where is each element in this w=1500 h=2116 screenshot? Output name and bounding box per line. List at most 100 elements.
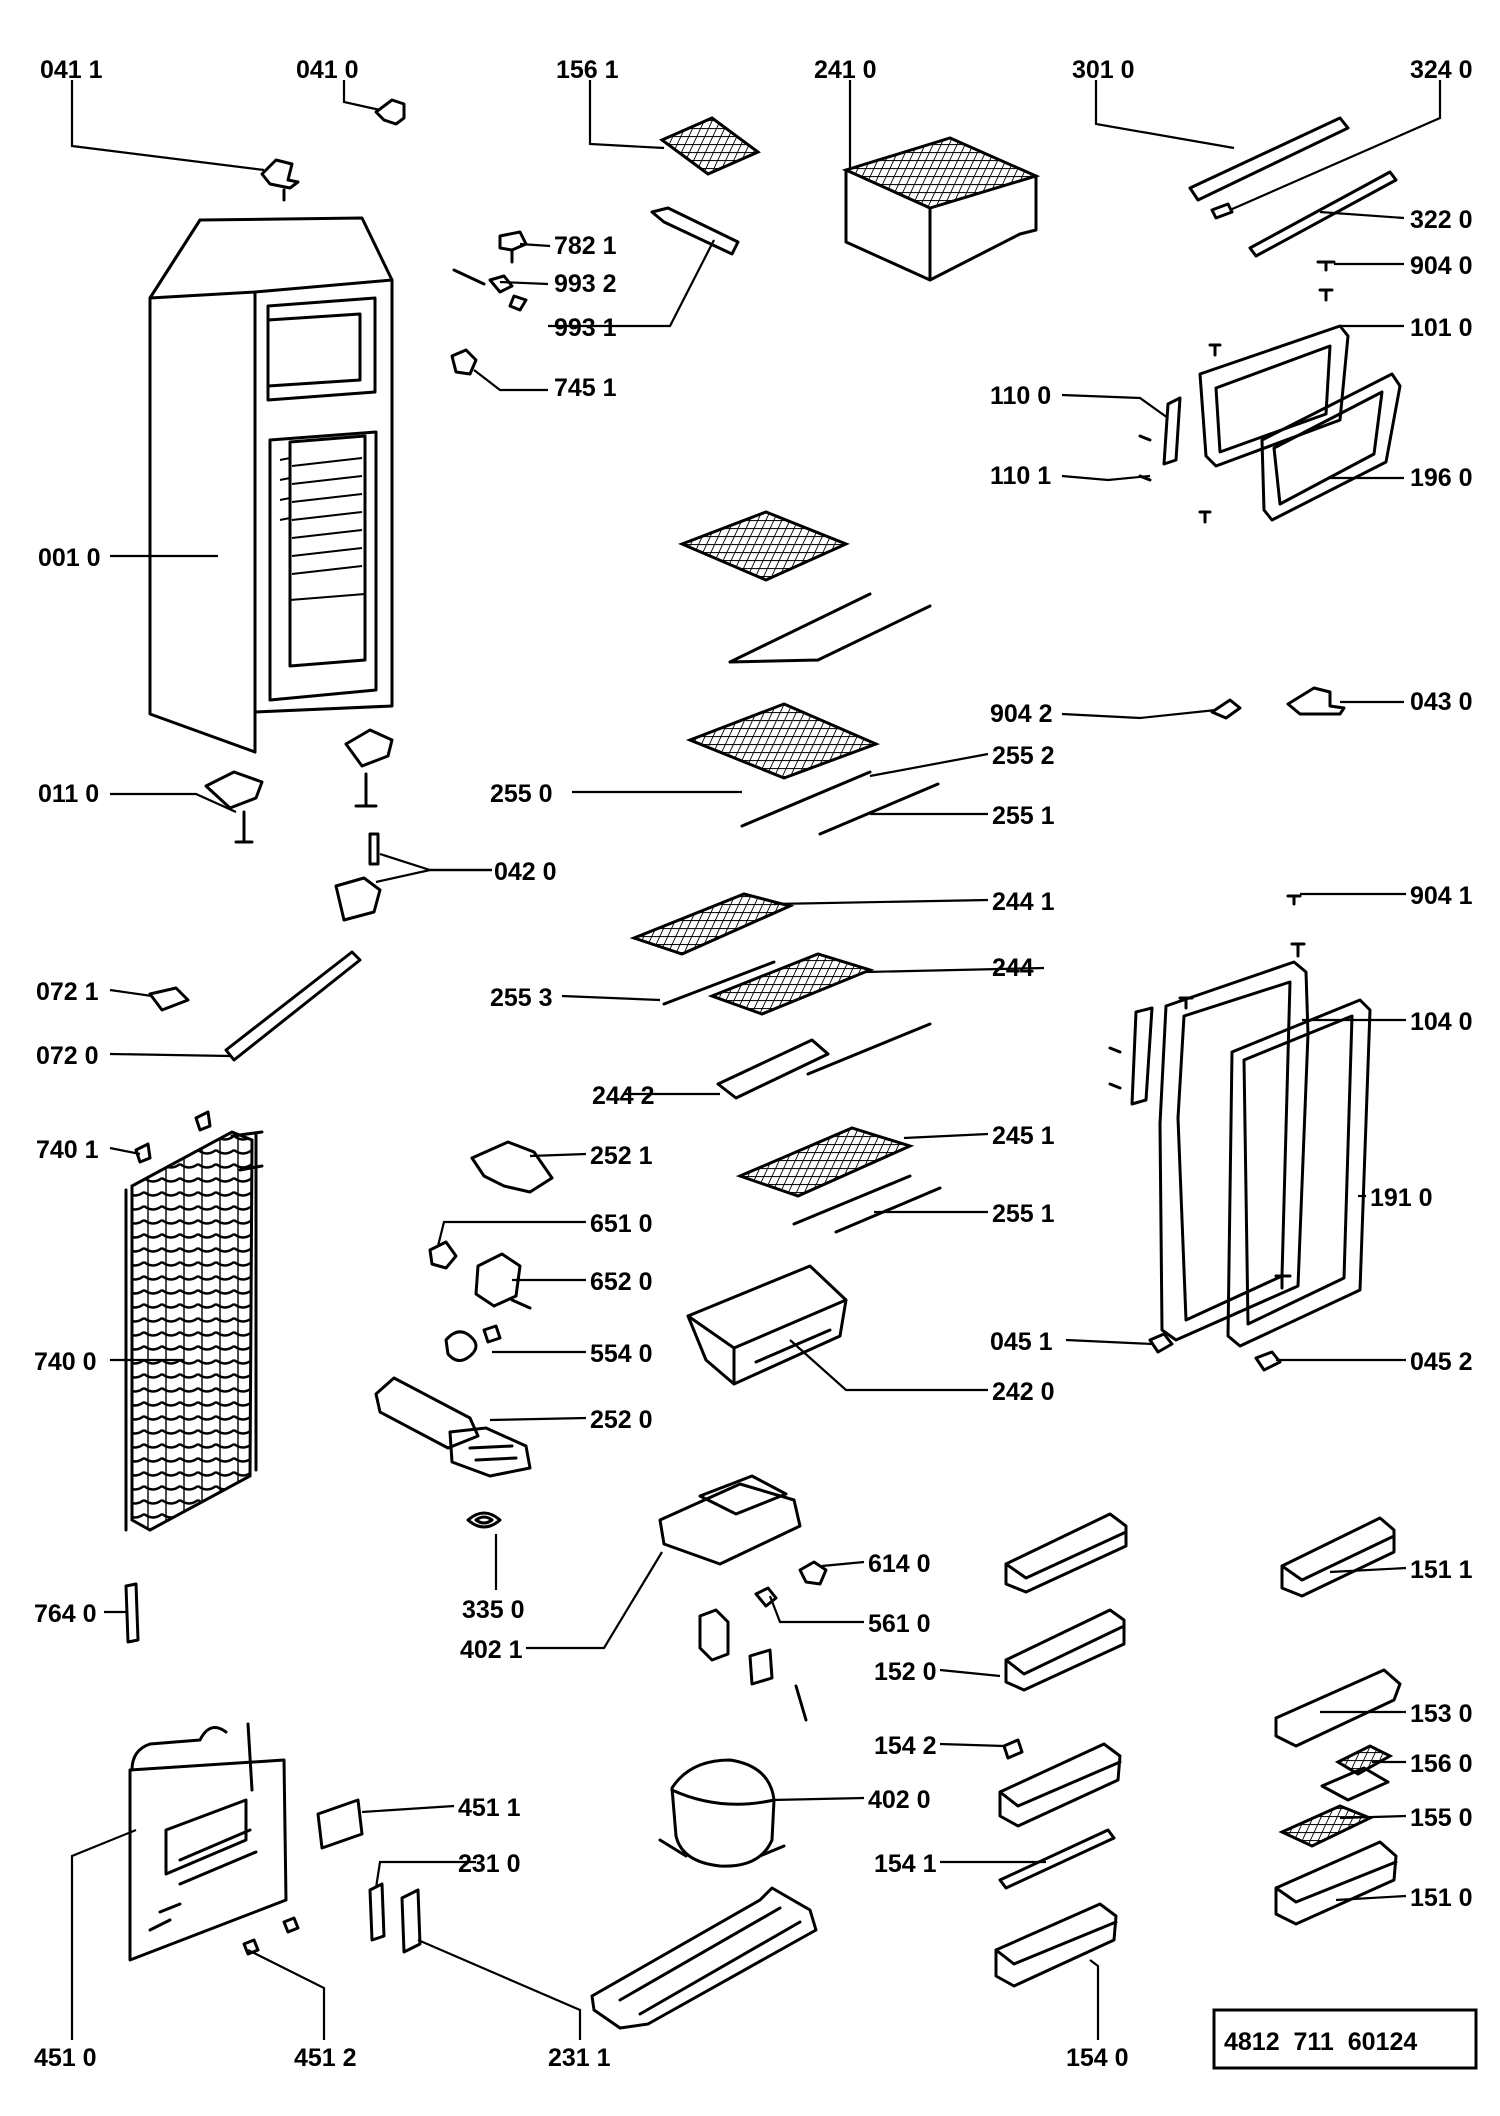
part-label: 155 0 — [1410, 1804, 1473, 1832]
glass-shelf-3-drawing — [629, 892, 932, 1100]
freezer-shelf-drawing — [841, 136, 1041, 282]
part-label: 072 0 — [36, 1042, 99, 1070]
part-label: 245 1 — [992, 1122, 1055, 1150]
foot-drawing — [204, 770, 264, 844]
part-label: 042 0 — [494, 858, 557, 886]
part-label: 231 1 — [548, 2044, 611, 2072]
bearing-right-drawing — [1254, 1350, 1282, 1372]
part-label: 764 0 — [34, 1600, 97, 1628]
part-label: 651 0 — [590, 1210, 653, 1238]
light-strip-drawing — [650, 206, 740, 256]
part-label: 153 0 — [1410, 1700, 1473, 1728]
part-label: 252 1 — [590, 1142, 653, 1170]
part-label: 151 1 — [1410, 1556, 1473, 1584]
part-label: 104 0 — [1410, 1008, 1473, 1036]
balcony-3-drawing — [998, 1742, 1122, 1828]
bearing-drawing — [1148, 1332, 1174, 1354]
part-label: 045 1 — [990, 1328, 1053, 1356]
crisper-drawer-drawing — [686, 1264, 848, 1386]
grommet-drawing — [466, 1511, 502, 1529]
cabinet-drawing — [148, 216, 394, 754]
part-label: 301 0 — [1072, 56, 1135, 84]
part-label: 244 2 — [592, 1082, 655, 1110]
part-label: 154 2 — [874, 1732, 937, 1760]
long-strip-drawing — [1248, 170, 1398, 258]
part-label: 244 — [992, 954, 1034, 982]
hinge-mid-drawing — [1286, 686, 1346, 716]
switch-drawing — [474, 1252, 532, 1310]
part-label: 110 0 — [990, 382, 1051, 410]
fastener-451-2-drawing — [242, 1916, 300, 1956]
part-label: 043 0 — [1410, 688, 1473, 716]
part-drawings — [124, 98, 1402, 2030]
part-label: 740 1 — [36, 1136, 99, 1164]
part-label: 745 1 — [554, 374, 617, 402]
relay-housing-drawing — [658, 1474, 802, 1566]
hinge-lower-drawing — [334, 832, 382, 922]
document-number-box: 4812 711 60124 — [1212, 2008, 1478, 2070]
hinge-top-right-drawing — [374, 98, 406, 126]
back-panel-drawing — [128, 1722, 288, 1962]
screw-mid-drawing — [1210, 698, 1242, 720]
part-label: 154 0 — [1066, 2044, 1129, 2072]
part-label: 614 0 — [868, 1550, 931, 1578]
strip-drawing — [1188, 116, 1350, 202]
balcony-4-drawing — [994, 1902, 1118, 1988]
part-label: 255 2 — [992, 742, 1055, 770]
part-label: 252 0 — [590, 1406, 653, 1434]
part-label: 904 0 — [1410, 252, 1473, 280]
spring-drawing — [452, 268, 528, 312]
part-label: 156 0 — [1410, 1750, 1473, 1778]
part-label: 110 1 — [990, 462, 1051, 490]
bottle-shelf-151-1-drawing — [1280, 1516, 1396, 1598]
small-clip-drawing — [1210, 202, 1234, 220]
part-label: 191 0 — [1370, 1184, 1433, 1212]
screw-drawing — [1316, 260, 1336, 302]
balcony-1-drawing — [1004, 1512, 1128, 1594]
bracket-231-1-drawing — [400, 1888, 422, 1954]
glass-shelf-1-drawing — [678, 510, 932, 664]
part-label: 451 2 — [294, 2044, 357, 2072]
part-label: 782 1 — [554, 232, 617, 260]
document-number: 4812 711 60124 — [1224, 2028, 1417, 2056]
glass-shelf-2-drawing — [685, 702, 940, 836]
egg-tray-155-0-drawing — [1278, 1804, 1374, 1848]
bracket-drawing — [148, 986, 190, 1012]
part-label: 041 0 — [296, 56, 359, 84]
part-label: 993 2 — [554, 270, 617, 298]
relay-614-drawing — [798, 1560, 828, 1586]
part-label: 156 1 — [556, 56, 619, 84]
part-label: 335 0 — [462, 1596, 525, 1624]
part-label: 255 1 — [992, 1200, 1055, 1228]
part-label: 554 0 — [590, 1340, 653, 1368]
part-label: 904 2 — [990, 700, 1053, 728]
hinge-top-drawing — [260, 158, 300, 202]
part-label: 451 1 — [458, 1794, 521, 1822]
part-labels: 041 1 041 0 156 1 241 0 301 0 324 0 322 … — [34, 56, 1473, 2072]
condenser-drawing — [124, 1110, 264, 1532]
part-label: 255 3 — [490, 984, 553, 1012]
compressor-drawing — [658, 1758, 786, 1868]
egg-tray-156-0-drawing — [1334, 1744, 1394, 1776]
part-label: 993 1 — [554, 314, 617, 342]
rail-drawing — [224, 950, 362, 1062]
part-label: 242 0 — [992, 1378, 1055, 1406]
screw-904-1-drawing — [1286, 894, 1306, 958]
base-tray-drawing — [590, 1886, 818, 2030]
cover-155-drawing — [1320, 1766, 1390, 1802]
part-label: 740 0 — [34, 1348, 97, 1376]
bottle-shelf-151-0-drawing — [1274, 1840, 1398, 1926]
ice-tray-drawing — [659, 116, 761, 176]
part-label: 154 1 — [874, 1850, 937, 1878]
part-label: 151 0 — [1410, 1884, 1473, 1912]
part-label: 451 0 — [34, 2044, 97, 2072]
duct-drawing — [374, 1376, 532, 1478]
part-label: 045 2 — [1410, 1348, 1473, 1376]
foot-right-drawing — [344, 728, 394, 808]
part-label: 196 0 — [1410, 464, 1473, 492]
part-label: 244 1 — [992, 888, 1055, 916]
relay-box-drawing — [698, 1608, 808, 1722]
part-label: 101 0 — [1410, 314, 1473, 342]
spring-554-drawing — [444, 1324, 502, 1362]
part-label: 255 0 — [490, 780, 553, 808]
